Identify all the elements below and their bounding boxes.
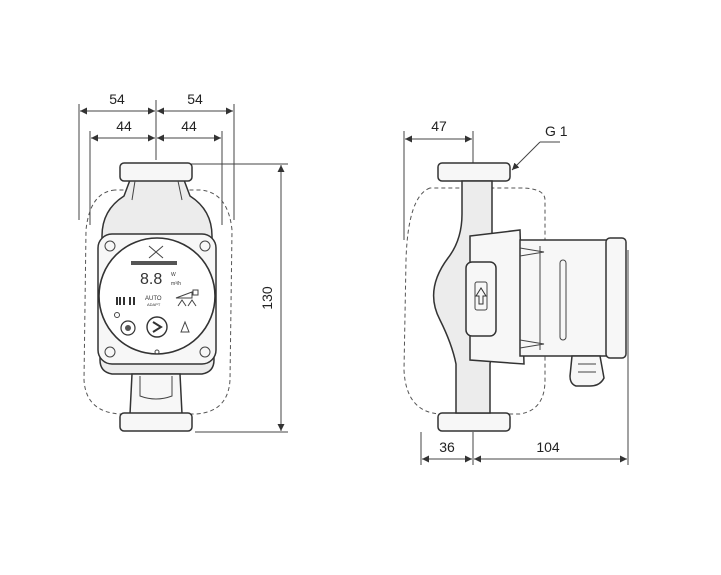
select-button[interactable] (146, 316, 168, 338)
power-led-icon (114, 312, 120, 318)
bottom-flange (119, 412, 193, 432)
flange-neck (131, 180, 136, 201)
thread-callout: G 1 (545, 123, 568, 139)
warning-icon (180, 320, 190, 333)
dim-label: 36 (439, 439, 455, 455)
flow-arrow-box (474, 281, 488, 311)
dim-label: 104 (536, 439, 560, 455)
indicator-dot-icon (154, 349, 160, 355)
unit-power-label: W (171, 272, 176, 278)
terminal-box (465, 261, 497, 337)
leader-line (511, 141, 541, 171)
screw-icon (199, 240, 211, 252)
flange-neck (177, 180, 183, 201)
dim-label: 47 (431, 118, 447, 134)
dim-label: 54 (109, 91, 125, 107)
plug-ribs (578, 363, 596, 373)
auto-adapt-line2: ADAPT (147, 302, 161, 307)
dim-label: 130 (259, 286, 275, 310)
dim-label: 44 (181, 118, 197, 134)
cable-plug (569, 355, 605, 387)
fixing-lug (519, 247, 545, 257)
cooling-slot (559, 259, 567, 341)
auto-adapt-line1: AUTO (145, 296, 162, 302)
insulation-shell-outline (83, 189, 233, 415)
settings-button-icon (125, 325, 131, 331)
dim-label: 54 (187, 91, 203, 107)
fixing-lug (519, 339, 545, 349)
bottom-flange (437, 412, 511, 432)
curve-level-icon (175, 291, 193, 299)
lower-pipe (129, 373, 183, 415)
screw-icon (199, 346, 211, 358)
display-readout: 8.8 (140, 271, 162, 288)
flow-direction-arrow-icon (475, 287, 487, 305)
top-flange (119, 162, 193, 182)
curve-box-icon (192, 289, 199, 296)
connector-box (139, 376, 173, 400)
top-flange (437, 162, 511, 182)
screw-icon (104, 346, 116, 358)
dim-label: 44 (116, 118, 132, 134)
brand-wordmark-graphic (131, 261, 177, 265)
control-head-side (605, 237, 627, 359)
screw-icon (104, 240, 116, 252)
front-view: 54 54 44 44 130 8.8 W m³/h (78, 91, 288, 433)
mode-indicator-lights (116, 297, 135, 305)
brand-logo-icon (148, 245, 164, 259)
pressure-mode-icon (177, 299, 197, 307)
unit-flow-label: m³/h (171, 281, 181, 287)
play-arrow-icon (152, 321, 163, 333)
side-view: 47 36 104 G 1 (403, 118, 629, 465)
